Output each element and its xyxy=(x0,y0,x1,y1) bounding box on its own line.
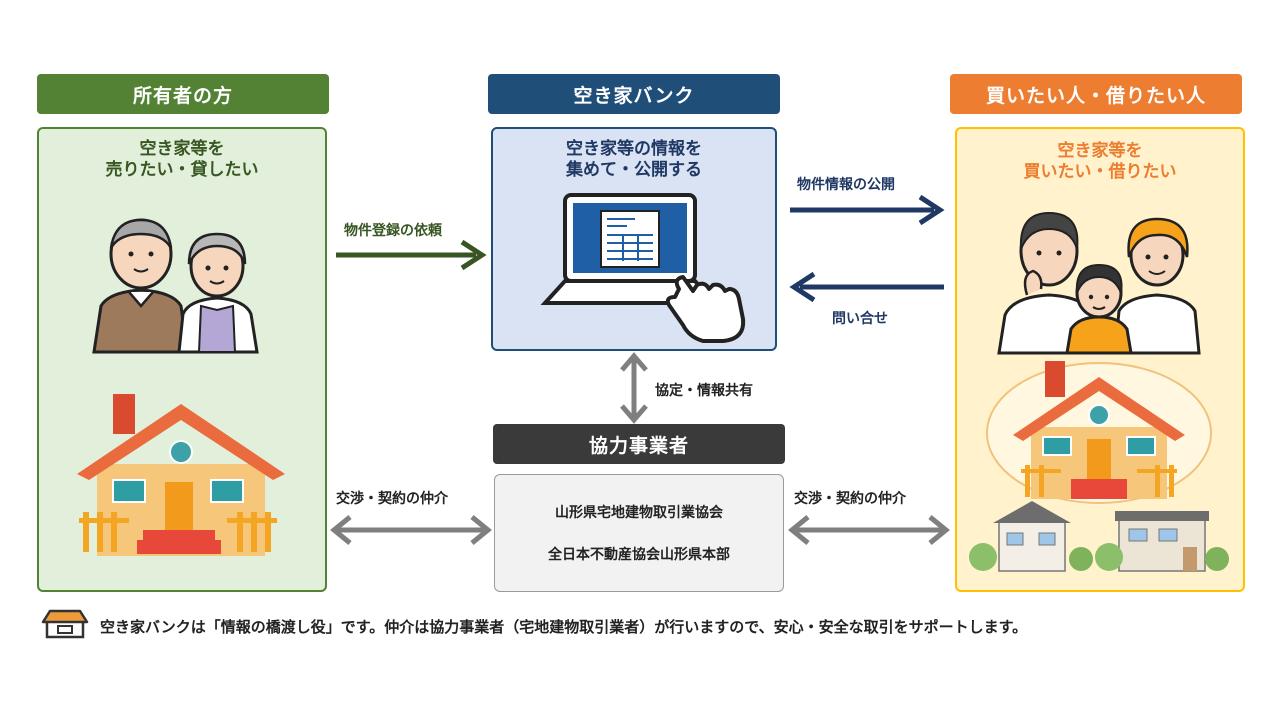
bank-header: 空き家バンク xyxy=(488,74,780,114)
partner-header: 協力事業者 xyxy=(493,424,785,464)
dream-house-illustration xyxy=(969,361,1229,572)
buyer-header: 買いたい人・借りたい人 xyxy=(950,74,1242,114)
negotiation-left-label: 交渉・契約の仲介 xyxy=(336,491,448,507)
owner-panel: 空き家等を 売りたい・貸したい xyxy=(37,127,327,592)
house-icon xyxy=(41,609,89,639)
laptop-touch-icon xyxy=(540,193,746,343)
owner-title-line2: 売りたい・貸したい xyxy=(105,160,259,180)
buyer-panel: 空き家等を 買いたい・借りたい xyxy=(955,127,1245,592)
family-illustration xyxy=(997,211,1201,355)
bank-title-line1: 空き家等の情報を xyxy=(566,139,702,159)
buyer-title-line1: 空き家等を xyxy=(1057,141,1143,161)
bank-title-line2: 集めて・公開する xyxy=(566,160,702,180)
agreement-arrow xyxy=(620,352,648,424)
agreement-label: 協定・情報共有 xyxy=(655,383,753,399)
negotiation-left-arrow xyxy=(330,515,492,545)
registration-request-label: 物件登録の依頼 xyxy=(344,223,442,239)
publish-info-label: 物件情報の公開 xyxy=(797,177,895,193)
house-illustration xyxy=(77,394,285,556)
negotiation-right-label: 交渉・契約の仲介 xyxy=(794,491,906,507)
inquiry-label: 問い合せ xyxy=(832,311,888,327)
partner-org-2: 全日本不動産協会山形県本部 xyxy=(548,547,730,563)
elderly-couple-illustration xyxy=(92,218,259,354)
bank-panel: 空き家等の情報を 集めて・公開する xyxy=(491,127,777,351)
owner-title-line1: 空き家等を xyxy=(139,139,225,159)
partner-panel: 山形県宅地建物取引業協会 全日本不動産協会山形県本部 xyxy=(494,474,784,592)
footer-note: 空き家バンクは「情報の橋渡し役」です。仲介は協力事業者（宅地建物取引業者）が行い… xyxy=(100,618,1028,636)
buyer-title-line2: 買いたい・借りたい xyxy=(1023,162,1177,182)
owner-header: 所有者の方 xyxy=(37,74,329,114)
registration-request-arrow xyxy=(336,239,487,271)
negotiation-right-arrow xyxy=(788,515,950,545)
publish-info-arrow xyxy=(790,194,945,226)
partner-org-1: 山形県宅地建物取引業協会 xyxy=(555,505,723,521)
inquiry-arrow xyxy=(789,271,944,303)
